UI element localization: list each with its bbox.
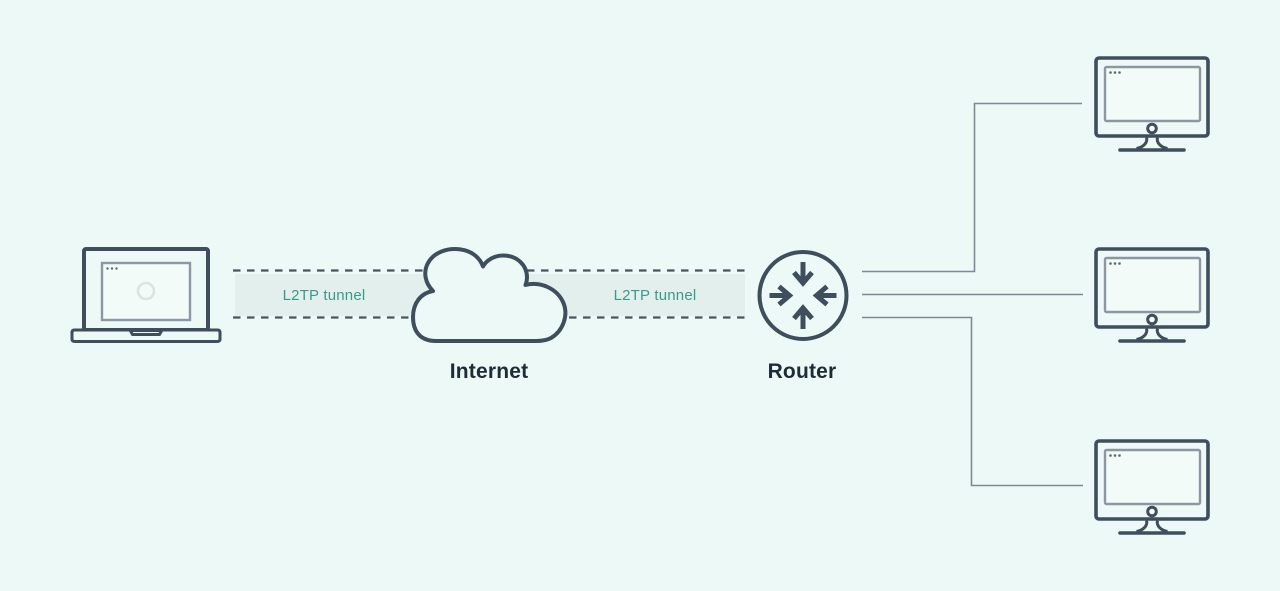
connector-line-bottom: [862, 316, 1083, 487]
connector-line-top: [862, 102, 1082, 273]
laptop-icon: [70, 247, 222, 343]
router-circle: [757, 250, 849, 341]
monitor-icon-bottom: [1094, 439, 1210, 535]
router-label: Router: [767, 360, 837, 383]
monitor-icon-middle: [1094, 247, 1210, 343]
internet-label: Internet: [449, 360, 529, 383]
router-arrow-down: [792, 262, 814, 287]
cloud-icon: [411, 247, 568, 343]
l2tp-tunnel-label-2: L2TP tunnel: [613, 287, 697, 304]
laptop-base: [70, 328, 222, 343]
router-arrow-up: [792, 304, 814, 329]
router-icon: [757, 250, 849, 341]
l2tp-tunnel-label-1: L2TP tunnel: [282, 287, 366, 304]
monitor-icon-top: [1094, 56, 1210, 152]
laptop-screen-spinner: [136, 281, 156, 301]
router-arrow-right: [769, 284, 794, 307]
router-arrow-left: [812, 284, 837, 307]
laptop-screen: [100, 261, 192, 322]
